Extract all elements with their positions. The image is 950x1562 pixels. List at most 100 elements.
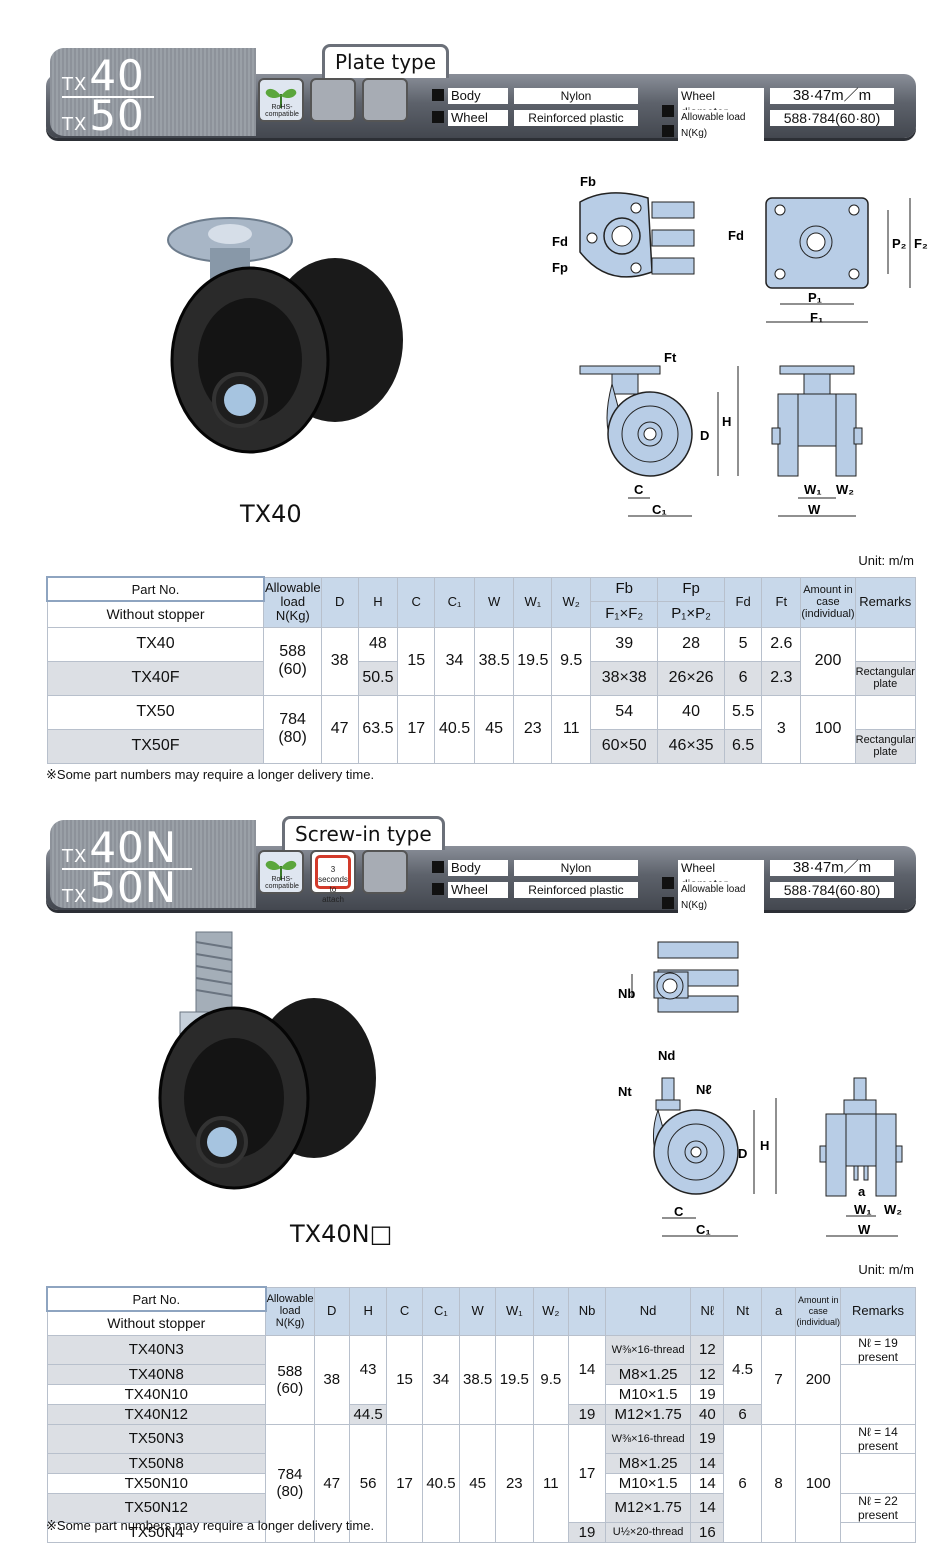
header-remarks: Remarks (839, 1286, 917, 1336)
part-tx50: TX50 (46, 694, 265, 730)
header-c: C (386, 1286, 423, 1336)
fb-cell: 54 (590, 694, 659, 730)
nd-cell: W⅜×16-thread (605, 1423, 692, 1454)
header-c1: C₁ (421, 1286, 461, 1336)
c-cell: 15 (397, 626, 436, 696)
header-amount: Amount in case (individual) (795, 1286, 841, 1336)
tx40n-caster-photo (158, 931, 376, 1190)
tx40-dimension-drawings: Fb Fd Fp Fd P₁ F₁ P₂ F₂ Ft D H (552, 174, 928, 517)
a-cell: 8 (760, 1423, 797, 1543)
header-h: H (348, 1286, 388, 1336)
dim-label: P₂ (892, 236, 907, 251)
nb-cell: 19 (567, 1403, 607, 1425)
fb-cell: 38×38 (590, 660, 659, 696)
part-row: TX50N8 (46, 1452, 267, 1474)
screw-side-view: Nd Nt Nℓ D H C C₁ (618, 1048, 777, 1237)
dim-label: P₁ (808, 290, 822, 305)
part-tx40: TX40 (46, 626, 265, 662)
remarks-cell (854, 626, 917, 662)
spec-allowable-load: Allowable load N(Kg) 588·784(60·80) (662, 882, 902, 914)
fd-cell: 6.5 (724, 728, 763, 764)
unit-label: Unit: m/m (858, 1262, 914, 1277)
c1-cell: 40.5 (421, 1423, 461, 1543)
ft-cell: 2.3 (761, 660, 802, 696)
load-cell: 588(60) (265, 1334, 315, 1425)
header-w: W (473, 576, 515, 628)
dim-label: Fd (728, 228, 744, 243)
remarks-cell (839, 1521, 917, 1543)
header-fb: Fb (590, 576, 659, 602)
w1-cell: 19.5 (494, 1334, 534, 1425)
nb-cell: 17 (567, 1423, 607, 1523)
section2-header: TX40N TX50N Screw-in type RoHS-compatibl… (46, 816, 916, 914)
part-row: TX50N4 (46, 1521, 267, 1543)
w1-cell: 23 (494, 1423, 534, 1543)
nd-cell: M12×1.75 (605, 1403, 692, 1425)
dim-label: a (858, 1184, 866, 1199)
part-row: TX40N10 (46, 1383, 267, 1405)
dim-label: F₂ (914, 236, 928, 251)
c-cell: 15 (386, 1334, 423, 1425)
fb-cell: 39 (590, 626, 659, 662)
fp-cell: 26×26 (657, 660, 726, 696)
w-cell: 45 (473, 694, 515, 764)
type-title: Screw-in type (282, 816, 445, 850)
header-without-stopper: Without stopper (46, 1310, 267, 1336)
d-cell: 38 (313, 1334, 350, 1425)
nb-cell: 19 (567, 1521, 607, 1543)
side-view: Ft D H C C₁ (579, 350, 739, 517)
c1-cell: 34 (421, 1334, 461, 1425)
c-cell: 17 (397, 694, 436, 764)
header-f1f2: F₁×F₂ (590, 600, 659, 628)
nt-cell: 6 (723, 1423, 762, 1543)
amount-cell: 100 (795, 1423, 841, 1543)
c-cell: 17 (386, 1423, 423, 1543)
amount-cell: 200 (795, 1334, 841, 1425)
header-p1p2: P₁×P₂ (657, 600, 726, 628)
w2-cell: 11 (532, 1423, 569, 1543)
nb-cell: 14 (567, 1334, 607, 1405)
w-cell: 38.5 (473, 626, 515, 696)
header-part-no: Part No. (46, 576, 265, 602)
dim-label: Ft (664, 350, 677, 365)
dim-label: C (634, 482, 644, 497)
remarks-cell (854, 694, 917, 730)
ft-cell: 3 (761, 694, 802, 764)
header-nd: Nd (605, 1286, 692, 1336)
header-w2: W₂ (532, 1286, 569, 1336)
dim-label: Fp (552, 260, 568, 275)
part-row: TX40N8 (46, 1363, 267, 1385)
spec-wheel: Wheel Reinforced plastic (432, 110, 642, 126)
remarks-cell (839, 1452, 917, 1494)
nd-cell: M10×1.5 (605, 1383, 692, 1405)
dim-label: Nt (618, 1084, 632, 1099)
h-cell: 63.5 (357, 694, 399, 764)
ft-cell: 2.6 (761, 626, 802, 662)
dim-label: D (700, 428, 709, 443)
header-nb: Nb (567, 1286, 607, 1336)
nl-cell: 40 (690, 1403, 725, 1425)
part-tx50f: TX50F (46, 728, 265, 764)
h-cell: 44.5 (348, 1403, 388, 1425)
load-cell: 784(80) (263, 694, 322, 764)
header-w: W (459, 1286, 496, 1336)
dim-label: Fd (552, 234, 568, 249)
nl-cell: 12 (690, 1334, 725, 1365)
header-fd: Fd (724, 576, 763, 628)
tx40-spec-table: Part No. Allowable load N(Kg) D H C C₁ W… (46, 576, 917, 764)
nd-cell: U½×20-thread (605, 1521, 692, 1543)
fd-cell: 5.5 (724, 694, 763, 730)
header-load: Allowable load N(Kg) (265, 1286, 315, 1336)
nd-cell: M8×1.25 (605, 1452, 692, 1474)
load-cell: 588(60) (263, 626, 322, 696)
remarks-cell: Rectangular plate (854, 660, 917, 696)
part-row: TX40N3 (46, 1334, 267, 1365)
fb-cell: 60×50 (590, 728, 659, 764)
w-cell: 38.5 (459, 1334, 496, 1425)
nl-cell: 14 (690, 1452, 725, 1474)
header-fp: Fp (657, 576, 726, 602)
screw-top-view: Nb (618, 941, 739, 1013)
spec-body: Body Nylon (432, 88, 642, 104)
part-tx40f: TX40F (46, 660, 265, 696)
w1-cell: 19.5 (513, 626, 553, 696)
